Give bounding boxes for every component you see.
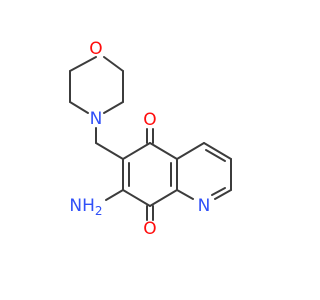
pyridine-ring [176, 142, 232, 200]
bond [122, 142, 151, 160]
methylene-linker [95, 127, 124, 160]
carbonyl-oxygen-5-label: O [143, 110, 156, 130]
amino-nh-text: NH [69, 196, 95, 216]
morpholine-ring [69, 56, 124, 114]
bond [203, 142, 232, 160]
bond [103, 101, 124, 114]
amino-group-label: NH2 [69, 196, 102, 218]
morpholine-nitrogen-label: N [90, 109, 103, 129]
bond [214, 189, 232, 200]
carbonyl-bonds [146, 128, 154, 221]
chemical-structure: O N O O N NH2 [69, 39, 232, 239]
bond [211, 187, 226, 196]
bond [69, 56, 97, 72]
bond [149, 189, 178, 207]
quinone-ring [122, 142, 178, 207]
bond [103, 56, 124, 72]
bond [95, 142, 124, 160]
carbonyl-oxygen-8-label: O [143, 219, 156, 239]
amino-subscript: 2 [95, 204, 103, 218]
amino-bond [105, 189, 124, 201]
bond [176, 189, 194, 200]
morpholine-oxygen-label: O [89, 39, 102, 59]
bond [149, 142, 178, 160]
bond [69, 101, 89, 114]
bond [176, 142, 205, 160]
pyridine-nitrogen-label: N [198, 196, 211, 216]
bond [122, 189, 151, 207]
bond [205, 149, 226, 162]
